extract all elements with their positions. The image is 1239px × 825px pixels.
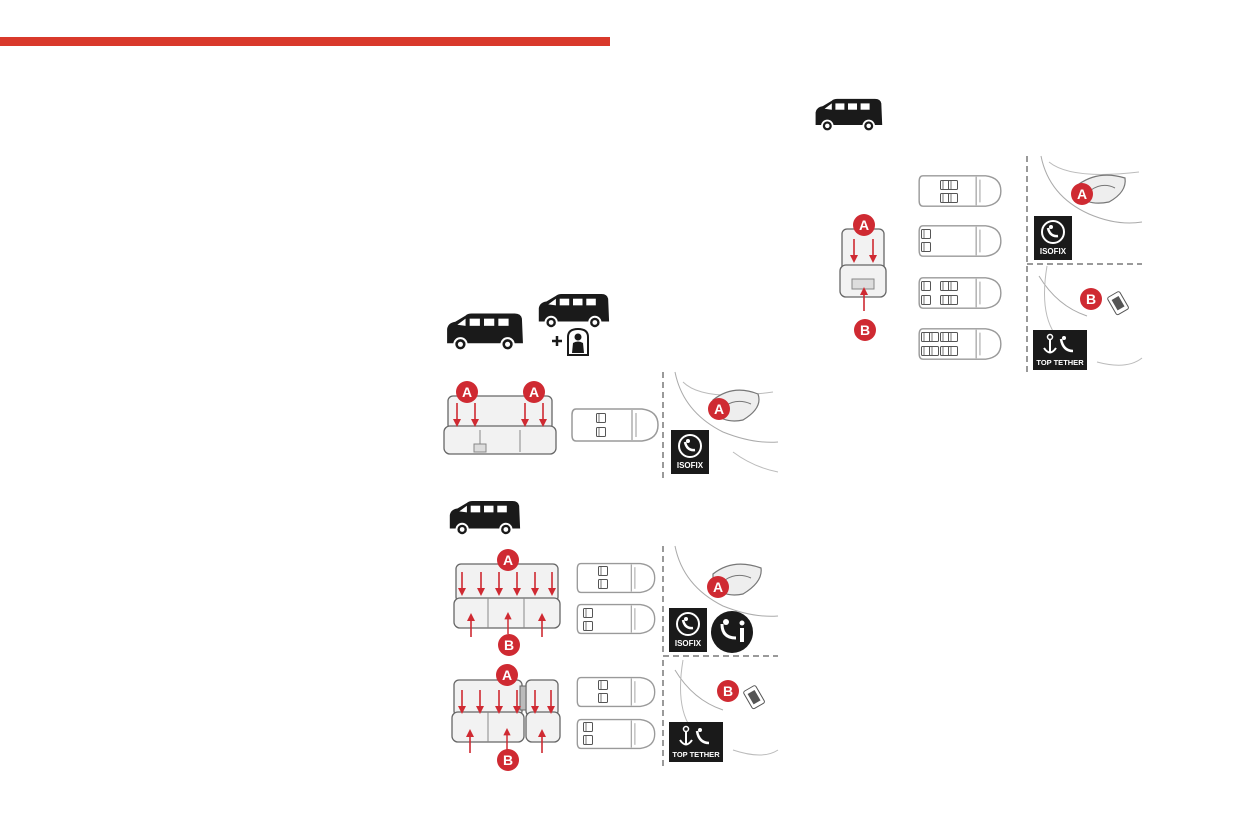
seat-cell-icon bbox=[921, 242, 931, 252]
arrow-down bbox=[547, 688, 555, 716]
seat-cell-icon bbox=[948, 193, 958, 203]
arrow-down bbox=[471, 400, 479, 430]
car-top-view bbox=[570, 404, 660, 446]
car-top-view bbox=[915, 222, 1005, 260]
marker-b: B bbox=[717, 680, 739, 702]
arrow-down bbox=[850, 236, 858, 266]
seat-cell-icon bbox=[948, 295, 958, 305]
arrow-down bbox=[531, 688, 539, 716]
marker-a: A bbox=[853, 214, 875, 236]
marker-a: A bbox=[497, 549, 519, 571]
arrow-down bbox=[539, 400, 547, 430]
seat-cell-icon bbox=[596, 427, 606, 437]
arrow-up bbox=[538, 728, 546, 754]
marker-b: B bbox=[1080, 288, 1102, 310]
isofix-badge: ISOFIX bbox=[669, 608, 707, 652]
arrow-up bbox=[860, 284, 868, 314]
arrow-down bbox=[869, 236, 877, 266]
isofix-badge: ISOFIX bbox=[1034, 216, 1072, 260]
arrow-down bbox=[495, 688, 503, 716]
seat-cell-icon bbox=[948, 346, 958, 356]
car-top-view bbox=[915, 274, 1005, 312]
top-tether-badge: TOP TETHER bbox=[1033, 330, 1087, 370]
arrow-up bbox=[504, 612, 512, 634]
arrow-down bbox=[476, 688, 484, 716]
arrow-up bbox=[503, 728, 511, 750]
arrow-up bbox=[467, 612, 475, 638]
seat-cell-icon bbox=[583, 621, 593, 631]
arrow-down bbox=[458, 688, 466, 716]
top-tether-label: TOP TETHER bbox=[672, 750, 720, 759]
van-silhouette-icon bbox=[810, 98, 886, 134]
seat-cell-icon bbox=[598, 579, 608, 589]
arrow-down bbox=[495, 570, 503, 598]
seat-cell-icon bbox=[583, 735, 593, 745]
arrow-up bbox=[466, 728, 474, 754]
arrow-down bbox=[548, 570, 556, 598]
car-top-view bbox=[572, 601, 660, 637]
header-accent-bar bbox=[0, 37, 610, 46]
marker-a: A bbox=[523, 381, 545, 403]
isofix-label: ISOFIX bbox=[676, 461, 704, 470]
seat-cell-icon bbox=[948, 332, 958, 342]
seat-cell-icon bbox=[598, 693, 608, 703]
seat-info-icon bbox=[711, 611, 753, 653]
marker-a: A bbox=[1071, 183, 1093, 205]
arrow-down bbox=[513, 688, 521, 716]
marker-a: A bbox=[708, 398, 730, 420]
car-top-view bbox=[915, 325, 1005, 363]
car-top-view bbox=[572, 560, 660, 596]
top-tether-label: TOP TETHER bbox=[1036, 358, 1084, 367]
rear-bench-diagram bbox=[451, 679, 561, 743]
top-tether-illustration bbox=[662, 659, 779, 770]
seat-cell-icon bbox=[948, 281, 958, 291]
seat-cell-icon bbox=[929, 332, 939, 342]
seat-cell-icon bbox=[596, 413, 606, 423]
marker-b: B bbox=[497, 749, 519, 771]
arrow-down bbox=[453, 400, 461, 430]
anchor-icon bbox=[1043, 333, 1074, 354]
seat-cell-icon bbox=[921, 295, 931, 305]
van-silhouette-icon bbox=[446, 500, 522, 538]
isofix-label: ISOFIX bbox=[1039, 247, 1067, 256]
marker-a: A bbox=[496, 664, 518, 686]
seat-cell-icon bbox=[598, 566, 608, 576]
anchor-icon bbox=[679, 725, 710, 746]
marker-a: A bbox=[456, 381, 478, 403]
car-top-view bbox=[915, 172, 1005, 210]
marker-a: A bbox=[707, 576, 729, 598]
seat-cell-icon bbox=[921, 281, 931, 291]
van-silhouette-icon bbox=[531, 293, 615, 331]
isofix-icon bbox=[676, 612, 700, 636]
seat-cell-icon bbox=[929, 346, 939, 356]
arrow-down bbox=[458, 570, 466, 598]
arrow-up bbox=[538, 612, 546, 638]
arrow-down bbox=[513, 570, 521, 598]
seat-cell-icon bbox=[921, 229, 931, 239]
van-silhouette-icon bbox=[443, 312, 525, 354]
top-tether-badge: TOP TETHER bbox=[669, 722, 723, 762]
seat-cell-icon bbox=[598, 680, 608, 690]
seat-cell-icon bbox=[583, 608, 593, 618]
arrow-down bbox=[531, 570, 539, 598]
seat-cell-icon bbox=[583, 722, 593, 732]
isofix-badge: ISOFIX bbox=[671, 430, 709, 474]
isofix-icon bbox=[1041, 220, 1065, 244]
isofix-icon bbox=[678, 434, 702, 458]
isofix-label: ISOFIX bbox=[674, 639, 702, 648]
car-top-view bbox=[572, 674, 660, 710]
marker-b: B bbox=[854, 319, 876, 341]
seat-cell-icon bbox=[948, 180, 958, 190]
arrow-down bbox=[477, 570, 485, 598]
child-seat-icon bbox=[567, 327, 589, 356]
plus-icon bbox=[552, 336, 562, 346]
arrow-down bbox=[521, 400, 529, 430]
marker-b: B bbox=[498, 634, 520, 656]
